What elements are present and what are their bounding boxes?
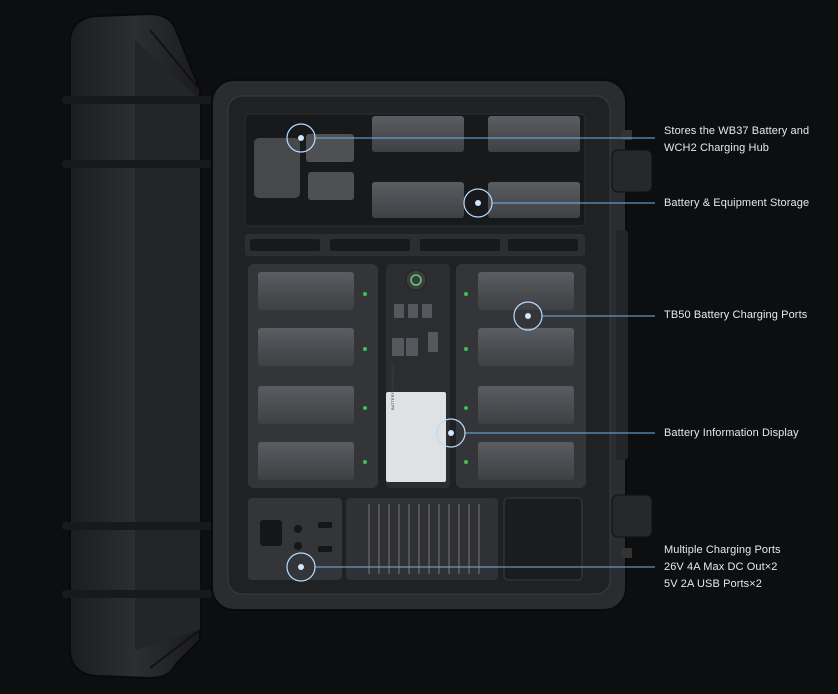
callout-line: TB50 Battery Charging Ports: [664, 309, 808, 321]
callout-line: Battery & Equipment Storage: [664, 197, 810, 209]
case-lid: [62, 12, 212, 680]
vent-strip: [245, 234, 585, 256]
right-charging-bays: [456, 264, 586, 488]
callout-tb50-ports: TB50 Battery Charging Ports: [664, 307, 807, 324]
left-charging-bays: [248, 264, 378, 488]
callout-charging-ports: Multiple Charging Ports 26V 4A Max DC Ou…: [664, 542, 781, 593]
power-icon: [410, 274, 422, 286]
callout-line: 26V 4A Max DC Out×2: [664, 561, 778, 573]
status-leds: [363, 292, 367, 464]
storage-compartment: [244, 113, 586, 227]
callout-storage-hub: Stores the WB37 Battery and WCH2 Chargin…: [664, 123, 809, 157]
callout-markers: [286, 123, 655, 582]
callout-equipment-storage: Battery & Equipment Storage: [664, 195, 809, 212]
bottom-section: [248, 497, 583, 581]
callout-dots: [298, 135, 531, 570]
control-panel: BATTERY INFORMATION: [386, 264, 450, 488]
svg-text:BATTERY INFORMATION: BATTERY INFORMATION: [390, 363, 395, 410]
callout-info-display: Battery Information Display: [664, 425, 799, 442]
callout-line: Stores the WB37 Battery and: [664, 125, 810, 137]
callout-line: Battery Information Display: [664, 427, 799, 439]
callout-line: Multiple Charging Ports: [664, 544, 781, 556]
callout-line: WCH2 Charging Hub: [664, 142, 770, 154]
battery-info-screen: [386, 392, 446, 482]
callout-line: 5V 2A USB Ports×2: [664, 578, 763, 590]
